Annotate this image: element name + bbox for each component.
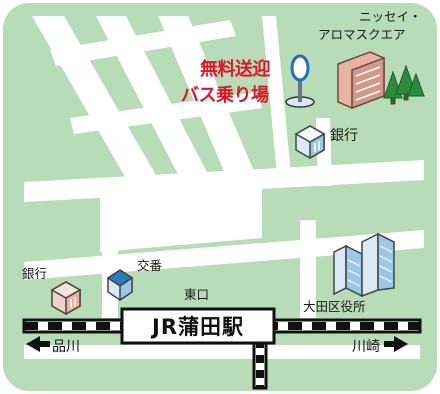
road-diagonal-3	[158, 16, 256, 176]
road-vertical-1	[262, 16, 292, 186]
label-aroma-square-line1: ニッセイ・	[359, 9, 422, 24]
station-name: JR蒲田駅	[152, 315, 244, 339]
label-aroma-square-line2: アロマスクエア	[318, 27, 406, 42]
station-box	[120, 307, 276, 345]
building-icon	[294, 125, 326, 160]
label-bank-west: 銀行	[22, 266, 48, 281]
station-plaza	[100, 186, 262, 252]
road-south	[24, 345, 420, 359]
label-station-exit: 東口	[184, 287, 210, 302]
label-police-box: 交番	[137, 258, 163, 273]
building-icon	[337, 51, 385, 110]
road-top-crossing	[50, 20, 236, 66]
building-icon	[333, 232, 395, 298]
label-pickup-line1: 無料送迎	[200, 59, 271, 80]
road-diagonal-2	[96, 16, 212, 182]
road-network	[24, 16, 424, 359]
label-pickup-line2: バス乗り場	[181, 85, 269, 106]
road-east-vertical	[300, 220, 316, 318]
label-direction-left: 品川	[52, 339, 80, 355]
label-bank-east: 銀行	[330, 128, 358, 144]
label-ward-office: 大田区役所	[303, 299, 366, 314]
arrow-right-icon	[384, 336, 408, 352]
road-horizontal-main	[24, 160, 424, 202]
building-icon	[50, 281, 82, 316]
bus-stop-sign-icon	[285, 54, 315, 108]
label-direction-right: 川崎	[352, 339, 380, 355]
building-icon	[106, 269, 134, 302]
arrow-left-icon	[26, 336, 50, 352]
road-mid-crossing	[70, 92, 262, 134]
tree-icon	[383, 64, 425, 105]
road-lower-horizontal	[24, 230, 424, 280]
